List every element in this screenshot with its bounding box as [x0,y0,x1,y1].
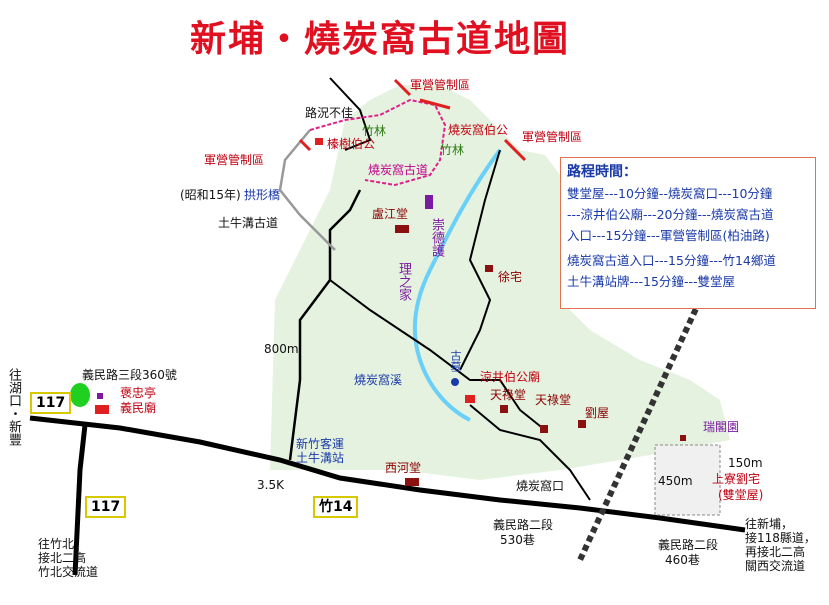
label-road-bad: 路況不佳 [305,106,354,120]
mil-bar-1 [393,78,412,97]
label-to-hukou: 往湖口・新豐 [6,368,21,446]
bldg-liangjing [465,395,475,403]
bldg-tianlu2 [540,425,548,433]
road-north [329,77,372,151]
tuniu-trail-path [278,129,336,251]
label-liu: 劉屋 [585,406,610,420]
label-ruige: 瑞閣園 [703,420,740,434]
label-tianlu-1: 天祿堂 [490,388,527,402]
label-lane530-a: 義民路二段 [493,518,554,532]
bldg-xihe [405,478,419,486]
label-to-zhubei: 往竹北， 接北二高 竹北交流道 [38,537,98,579]
label-ancient-trail: 燒炭窩古道 [368,163,429,177]
railway [577,298,703,562]
label-yimin-360: 義民路三段360號 [82,368,177,382]
label-tianlu-2: 天祿堂 [535,393,572,407]
label-mil-top: 軍營管制區 [410,78,471,92]
route-time-panel: 路程時間： 雙堂屋---10分鐘--燒炭窩口---10分鐘 ---涼井伯公廟--… [560,157,816,309]
main-road [29,415,746,533]
label-showa: (昭和15年) [180,188,241,202]
label-bamboo-2: 竹林 [440,143,465,157]
bldg-xu [485,265,493,272]
info-line: 燒炭窩古道入口---15分鐘---竹14鄉道 [567,253,776,268]
label-lane460-a: 義民路二段 [658,538,719,552]
temple-green [70,383,90,407]
bldg-yimin [95,405,109,414]
bldg-chongde [425,195,433,209]
bldg-tianlu1 [500,405,508,413]
label-lujiang: 盧江堂 [372,207,409,221]
label-chongde-b: 理之家 [396,262,411,301]
label-450m: 450m [658,474,693,488]
label-bus-1: 新竹客運 [296,437,345,451]
to-xinpu-2: 接118縣道， [745,531,816,545]
label-bus-2: 土牛溝站 [296,451,345,465]
label-shaotan-bogong: 燒炭窩伯公 [448,123,509,137]
label-mil-right: 軍營管制區 [522,130,583,144]
to-xinpu-1: 往新埔， [745,517,794,531]
label-to-xinpu: 往新埔， 接118縣道， 再接北二高 關西交流道 [745,517,816,573]
label-bamboo-1: 竹林 [362,124,387,138]
ancient-trail-path [309,98,447,187]
label-yimin-temple: 義民廟 [120,401,157,415]
map-title: 新埔・燒炭窩古道地圖 [190,18,571,60]
info-line: 土牛溝站牌---15分鐘---雙堂屋 [567,274,735,289]
to-xinpu-4: 關西交流道 [745,559,806,573]
label-liangjing: 涼井伯公廟 [480,370,541,384]
label-shangliao-1: 上寮劉宅 [712,472,761,486]
label-shangliao-2: (雙堂屋) [718,488,764,502]
mil-bar-2 [419,98,451,110]
mil-bar-3 [503,138,527,162]
route-117-box-b: 117 [85,496,127,518]
label-3-5k: 3.5K [257,478,284,492]
road-lane530 [469,404,591,501]
road-to-liang [329,279,546,431]
area-shangliao [654,444,721,516]
label-xu: 徐宅 [498,270,523,284]
to-zhubei-2: 接北二高 [38,551,87,565]
to-zhubei-1: 往竹北， [38,537,87,551]
label-mil-left: 軍營管制區 [204,153,265,167]
tomb-mark [451,378,459,386]
label-800m: 800m [264,342,299,356]
river [412,148,502,422]
label-chongde-a: 崇德護 [429,218,444,257]
bldg-zhedai [315,138,323,145]
label-lane460-b: 460巷 [665,553,700,567]
info-line: 雙堂屋---10分鐘--燒炭窩口---10分鐘 [567,186,773,201]
bldg-baozhong [97,393,103,399]
bldg-ruige [680,435,686,441]
to-xinpu-3: 再接北二高 [745,545,806,559]
route-zhu14-box: 竹14 [313,496,359,518]
to-zhubei-3: 竹北交流道 [38,565,99,579]
label-xihe: 西河堂 [385,461,422,475]
road-117-branch [72,424,88,576]
mil-bar-4 [298,138,312,152]
route-117-box-a: 117 [30,392,72,414]
label-lane530-b: 530巷 [500,533,535,547]
bldg-lujiang [395,225,409,233]
label-tuniu-trail: 土牛溝古道 [218,216,279,230]
info-line: 入口---15分鐘---軍營管制區(柏油路) [567,228,770,243]
label-zhedai-bogong: 榛樹伯公 [327,137,376,151]
label-kou: 燒炭窩口 [516,479,565,493]
bldg-liu [578,420,586,428]
label-stream: 燒炭窩溪 [354,373,403,387]
label-bridge: 拱形橋 [244,188,281,202]
road-east [459,149,501,371]
label-gumu: 古墓 [449,350,462,372]
label-150m: 150m [728,456,763,470]
label-baozhong: 褒忠亭 [120,386,157,400]
info-heading: 路程時間： [567,164,637,180]
info-line: ---涼井伯公廟---20分鐘---燒炭窩古道 [567,207,774,222]
